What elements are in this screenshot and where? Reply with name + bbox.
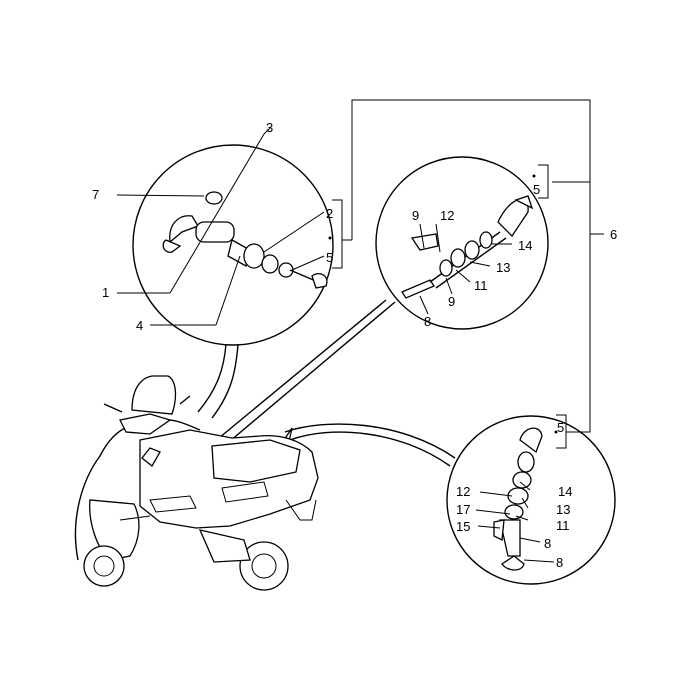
detail-circle-ignition-lock <box>132 144 334 346</box>
callout-10: 9 <box>412 208 419 223</box>
callout-13-top: 13 <box>496 260 510 275</box>
scooter-illustration <box>74 375 319 591</box>
callout-14-bottom: 14 <box>558 484 572 499</box>
callout-9-bottom: 8 <box>544 536 551 551</box>
callout-labels: 3 7 2 5 1 4 9 12 5 14 13 11 9 8 6 5 14 1… <box>92 120 617 570</box>
callout-5-bottom-right: 5 <box>557 420 564 435</box>
bracket-5-top-right <box>538 164 549 199</box>
callout-15: 15 <box>456 519 470 534</box>
callout-11-bottom: 11 <box>556 518 570 533</box>
callout-2: 2 <box>326 206 333 221</box>
bracket-6-frame <box>351 99 591 433</box>
callout-7: 7 <box>92 187 99 202</box>
callout-12-bottom: 12 <box>456 484 470 499</box>
callout-leaders <box>116 127 555 563</box>
bracket-5-bottom-right <box>556 414 567 449</box>
callout-14-top: 14 <box>518 238 532 253</box>
callout-5-left: 5 <box>326 250 333 265</box>
callout-13-bottom: 13 <box>556 502 570 517</box>
detail-circle-helmet-lock <box>446 415 616 585</box>
callout-5-top-right: 5 <box>533 182 540 197</box>
ignition-lock-parts <box>162 191 332 289</box>
leader-tube-left <box>211 343 239 419</box>
bracket-5-left <box>332 199 343 269</box>
callout-4: 4 <box>136 318 143 333</box>
callout-17: 17 <box>456 502 470 517</box>
callout-6: 6 <box>610 227 617 242</box>
callout-1: 1 <box>102 285 109 300</box>
callout-8-bottom: 8 <box>556 555 563 570</box>
callout-9-top: 9 <box>448 294 455 309</box>
callout-12-top: 12 <box>440 208 454 223</box>
helmet-lock-parts <box>493 427 558 571</box>
callout-8-top: 8 <box>424 314 431 329</box>
detail-circle-seat-lock <box>375 156 549 330</box>
leader-tube-right <box>289 431 451 467</box>
leader-tube-right-inner <box>284 423 456 459</box>
leader-tube-left-inner <box>197 343 227 413</box>
seat-lock-parts <box>401 174 536 299</box>
callout-11-top: 11 <box>474 278 488 293</box>
callout-3: 3 <box>266 120 273 135</box>
